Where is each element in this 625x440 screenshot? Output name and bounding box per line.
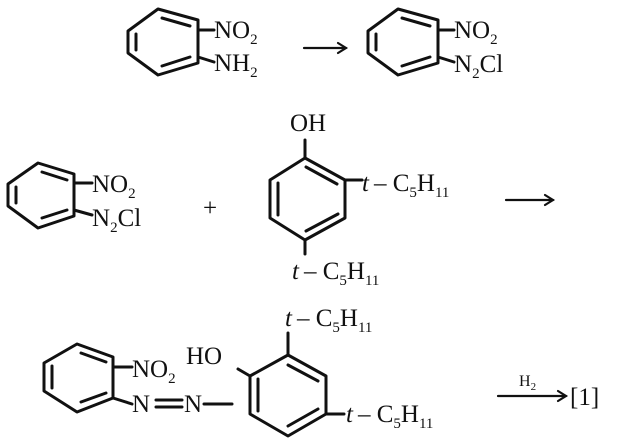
amino-group-label: NH2 — [214, 50, 258, 81]
hydroxy-group-label: HO — [186, 343, 222, 370]
reaction-arrow-1 — [302, 41, 349, 55]
product-reference: [1] — [570, 384, 599, 411]
hydrogen-reagent-label: H2 — [519, 373, 536, 393]
o-nitroaniline-structure: NO2 NH2 — [126, 7, 258, 81]
azo-nitrogen-1: N — [132, 391, 150, 418]
diazonium-group-label: N2Cl — [92, 205, 141, 236]
plus-sign: + — [203, 195, 217, 222]
nitro-group-label: NO2 — [92, 171, 136, 202]
dialkylphenol-structure: OH t– C5H11 t– C5H11 — [268, 110, 449, 289]
nitrobenzene-ring — [42, 342, 134, 414]
nitro-group-label: NO2 — [214, 17, 258, 48]
phenol-ring — [236, 331, 346, 438]
ortho-tert-pentyl-label: t– C5H11 — [362, 170, 449, 201]
hydroxy-group-label: OH — [290, 110, 326, 137]
reaction-arrow-2 — [504, 193, 556, 207]
azo-nitrogen-2: N — [184, 391, 202, 418]
azo-double-bond — [154, 398, 184, 409]
nitro-group-label: NO2 — [454, 17, 498, 48]
diazonium-structure-2: NO2 N2Cl — [6, 161, 141, 236]
azo-compound-structure: t– C5H11 NO2 N N HO t– C5H11 — [42, 305, 433, 438]
benzene-ring — [268, 138, 364, 256]
lower-tert-pentyl-label: t– C5H11 — [346, 401, 433, 432]
para-tert-pentyl-label: t– C5H11 — [292, 258, 379, 289]
diazonium-group-label: N2Cl — [454, 51, 503, 82]
reaction-arrow-3: H2 — [496, 373, 569, 403]
benzene-ring — [126, 7, 216, 77]
nitro-group-label: NO2 — [132, 356, 176, 387]
benzene-ring — [6, 161, 94, 230]
benzene-ring — [366, 7, 456, 77]
diazonium-structure-1: NO2 N2Cl — [366, 7, 503, 82]
upper-tert-pentyl-label: t– C5H11 — [285, 305, 372, 336]
